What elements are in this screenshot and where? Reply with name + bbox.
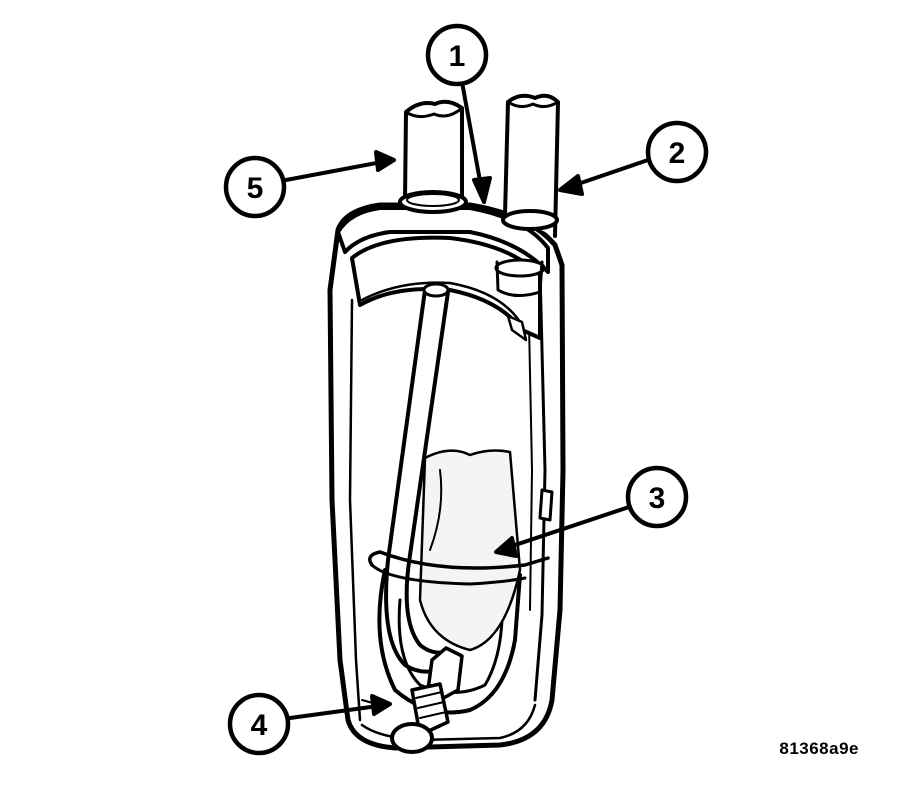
side-clip (538, 488, 554, 522)
retaining-band-lower (370, 563, 527, 586)
leader-4 (288, 704, 380, 720)
tube-right-inner-sleeve (495, 260, 544, 297)
callout-3: 3 (625, 465, 689, 529)
figure-code: 81368a9e (779, 739, 859, 758)
tube-left-top (404, 106, 464, 119)
tube-left-collar (398, 190, 468, 214)
arrowhead-3 (494, 536, 518, 558)
callout-1-number: 1 (449, 40, 466, 73)
callout-3-number: 3 (649, 482, 666, 515)
callout-5-circle (223, 155, 287, 219)
cover-notch (506, 314, 528, 342)
leader-2 (570, 158, 650, 188)
tube-right-body (503, 93, 560, 238)
callout-1: 1 (425, 23, 489, 87)
callout-4-circle (227, 692, 291, 756)
pickup-tube-left-edge (384, 288, 442, 674)
cover-arch-inner (360, 281, 522, 324)
callout-2: 2 (645, 120, 709, 184)
tube-right-collar-lower (494, 258, 546, 278)
callout-4: 4 (227, 692, 291, 756)
tube-left (398, 99, 468, 214)
tube-right-collar (501, 209, 559, 231)
retaining-band (368, 550, 550, 570)
callout-2-circle (645, 120, 709, 184)
filter-sock-fold (429, 469, 443, 551)
arrowhead-1 (472, 176, 492, 204)
filter-sock-outline (418, 449, 522, 652)
housing-floor (360, 703, 537, 742)
arrowhead-2 (558, 174, 584, 196)
fitting-end-cap (390, 722, 434, 754)
tube-right-top (506, 100, 560, 109)
housing-inner-wall-left (348, 298, 362, 722)
callout-5: 5 (223, 155, 287, 219)
callout-3-circle (625, 465, 689, 529)
callout-5-number: 5 (247, 172, 264, 205)
bottom-fitting (390, 646, 464, 754)
callout-4-number: 4 (251, 709, 268, 742)
leader-5 (284, 160, 384, 182)
tube-right (494, 93, 560, 297)
filter-sock (418, 449, 522, 652)
tube-left-body (403, 99, 464, 202)
pickup-tube-end (422, 282, 450, 298)
housing-inner-wall-right (533, 268, 547, 702)
leader-1 (460, 80, 484, 194)
fitting-ribs (415, 691, 447, 719)
arrowhead-5 (374, 150, 396, 172)
callout-2-number: 2 (669, 137, 686, 170)
arrowhead-4 (370, 694, 392, 716)
cover-rim (336, 206, 550, 274)
leader-3 (504, 504, 634, 550)
callout-1-circle (425, 23, 489, 87)
tube-left-collar-inner (406, 193, 460, 207)
leader-arrows (284, 80, 650, 720)
